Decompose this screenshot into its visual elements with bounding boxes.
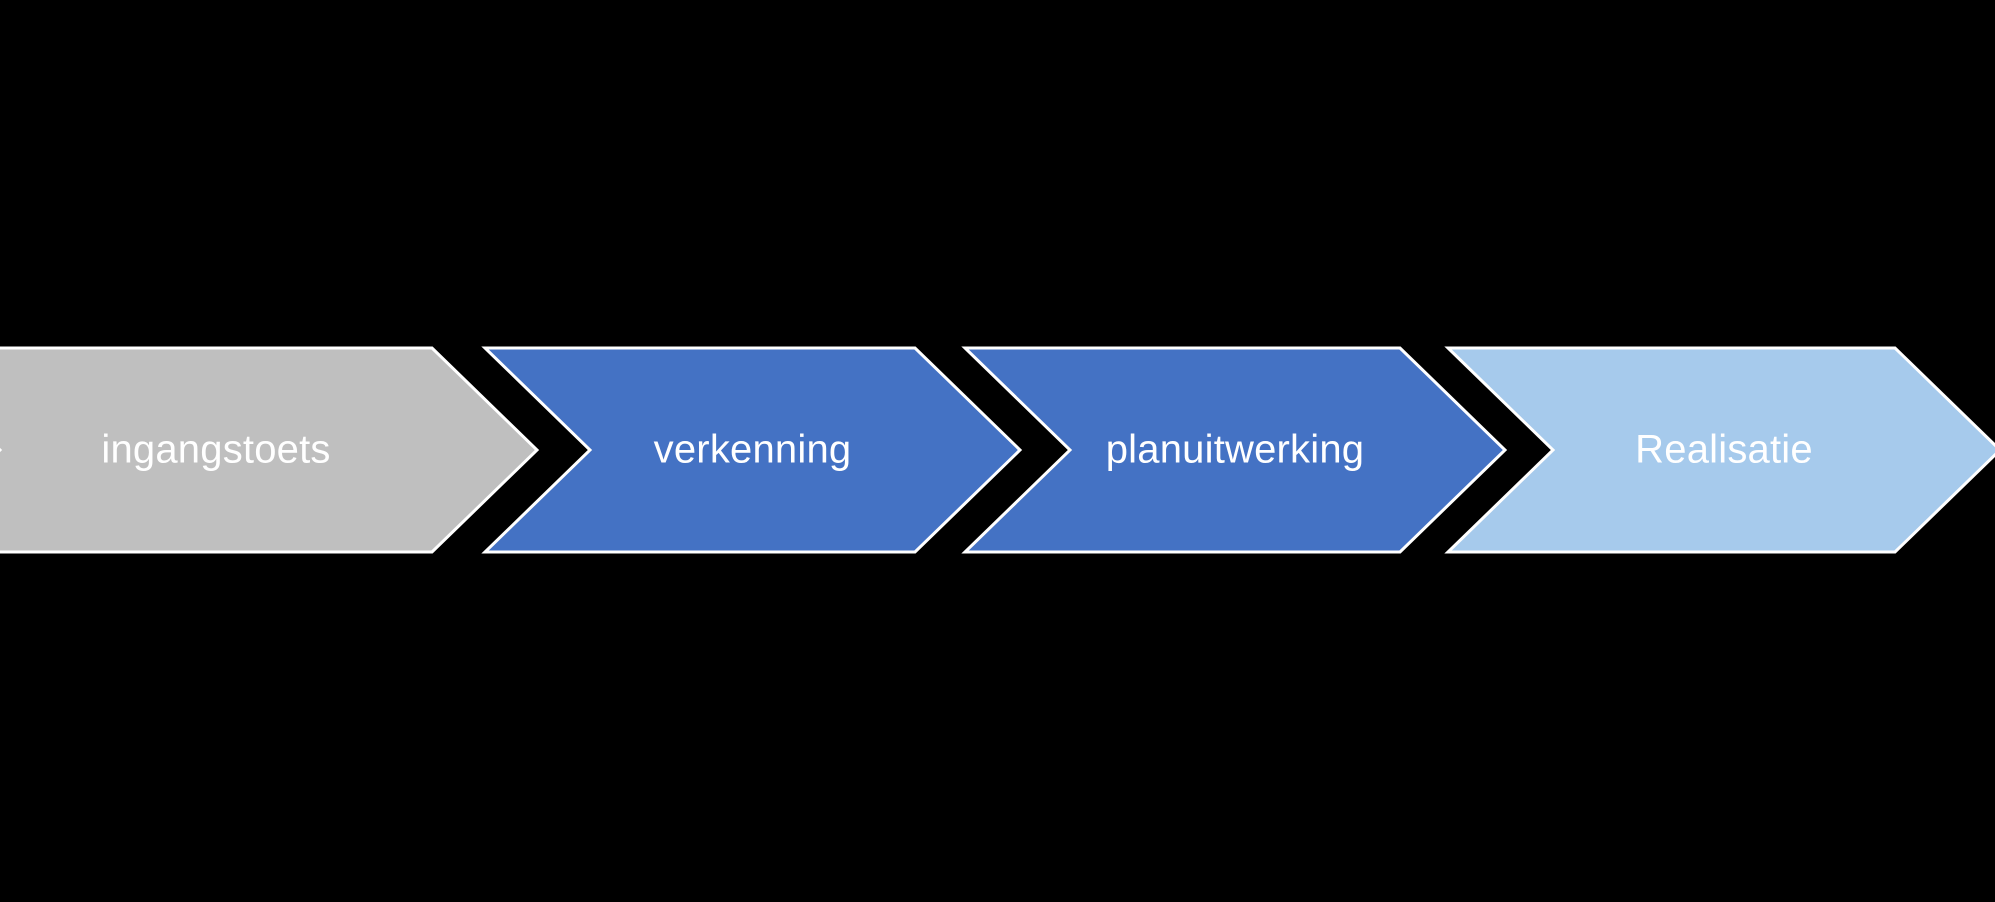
chevron-step-3[interactable]: planuitwerking [961,346,1508,554]
chevron-shape-1[interactable] [0,346,540,554]
chevron-label-1: ingangstoets [101,428,330,472]
chevron-step-2[interactable]: verkenning [481,346,1023,554]
chevron-shape-3[interactable] [961,346,1508,554]
chevron-label-2: verkenning [654,428,852,472]
chevron-shape-2[interactable] [481,346,1023,554]
chevron-step-4[interactable]: Realisatie [1444,346,1995,554]
chevron-label-3: planuitwerking [1106,428,1365,472]
chevron-shape-4[interactable] [1444,346,1995,554]
chevron-step-1[interactable]: ingangstoets [0,346,540,554]
chevron-label-4: Realisatie [1635,428,1813,472]
